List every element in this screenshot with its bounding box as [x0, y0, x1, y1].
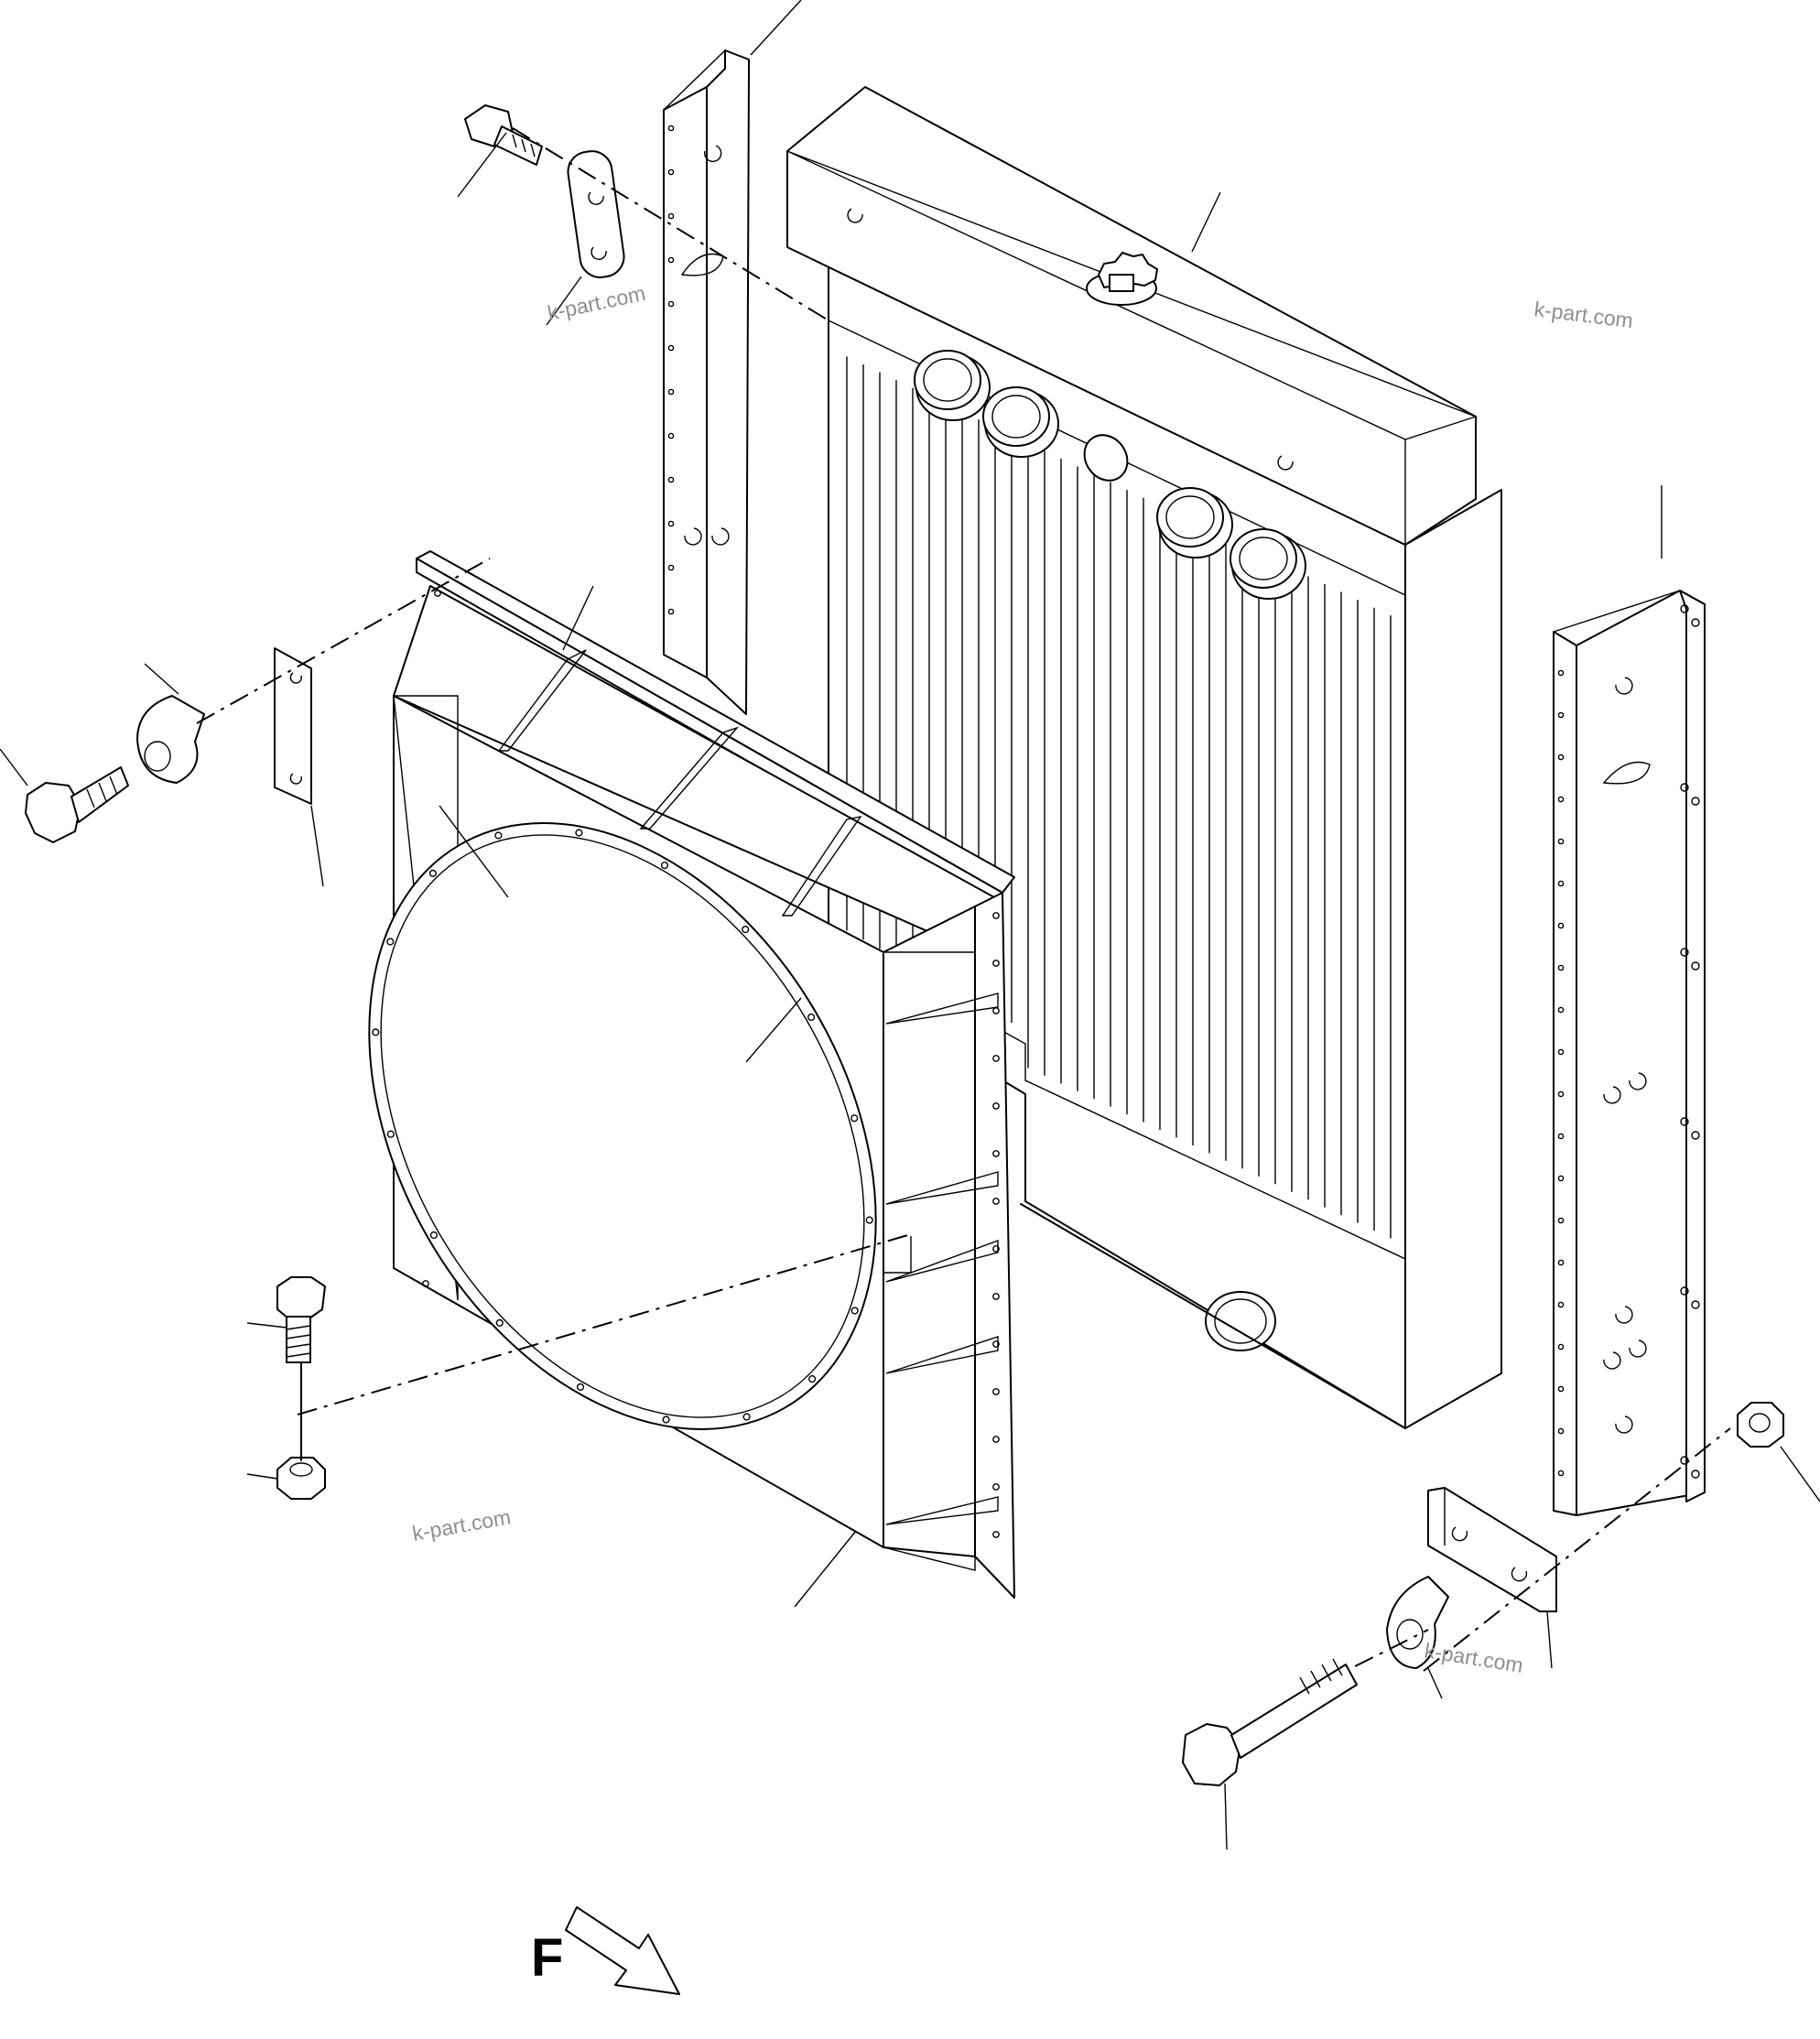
watermark: k-part.com: [546, 281, 648, 325]
watermark: k-part.com: [1533, 297, 1634, 332]
side-bracket-right: [1553, 590, 1706, 1516]
watermark: k-part.com: [1423, 1638, 1524, 1677]
plate-lower-right: [1427, 1487, 1557, 1612]
leader-lines: [0, 0, 1820, 1850]
side-bracket-left: [663, 49, 750, 715]
radiator-core: [786, 86, 1502, 1429]
nut-lower-left: [276, 1457, 326, 1500]
plate-mid-left: [274, 647, 312, 805]
bolt-lower-right: [1182, 1658, 1358, 1786]
bolt-top-left: [464, 104, 543, 166]
watermark: k-part.com: [410, 1504, 513, 1545]
washer-mid-left: [136, 695, 205, 784]
plate-top-left: [567, 150, 625, 278]
shroud-ring: [368, 822, 877, 1430]
view-letter: F: [531, 1928, 563, 1988]
nut-lower-right: [1737, 1402, 1784, 1448]
radiator-cap: [1086, 252, 1158, 306]
assembly-lines: [196, 127, 1731, 1672]
hose-stubs: [914, 350, 1306, 600]
bolt-mid-left: [25, 766, 129, 843]
hollow-arrow-icon: [565, 1906, 680, 1995]
washer-lower-right: [1386, 1576, 1449, 1669]
view-marker: F: [531, 1906, 680, 1995]
bolt-lower-left: [276, 1276, 326, 1363]
